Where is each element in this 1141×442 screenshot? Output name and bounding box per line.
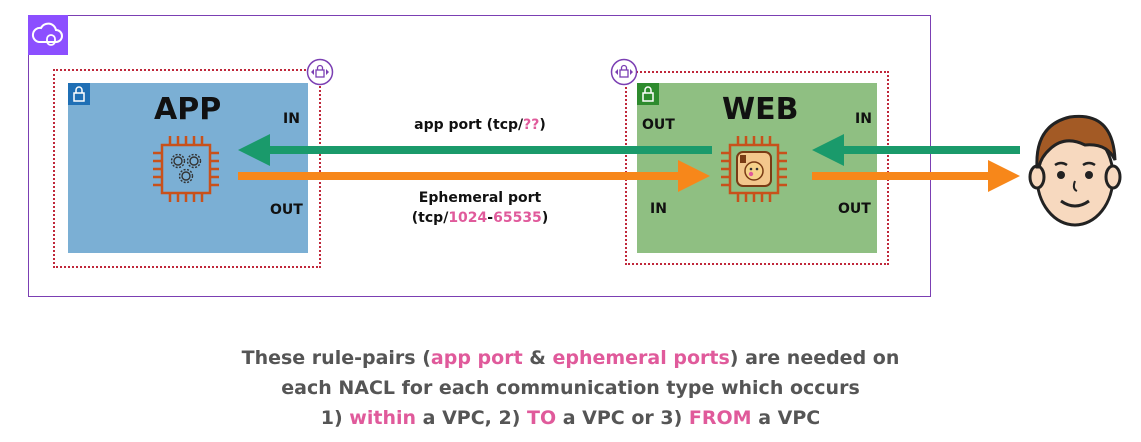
web-instance-chip-icon [718, 133, 790, 205]
web-title: WEB [722, 92, 799, 127]
web-nacl-boundary [625, 71, 889, 265]
footer-line-2: each NACL for each communication type wh… [281, 377, 860, 399]
web-out-label-right: OUT [838, 201, 871, 217]
app-port-arrow-right-segment [812, 134, 1020, 166]
app-nacl-boundary [53, 69, 321, 268]
ephemeral-arrow-right-segment [812, 160, 1020, 192]
flow-arrows [238, 134, 1020, 192]
web-out-label-left: OUT [642, 117, 675, 133]
app-subnet-lock-icon [68, 83, 90, 105]
footer-line-1: These rule-pairs (app port & ephemeral p… [241, 347, 900, 369]
app-in-label: IN [283, 111, 300, 127]
footer-line-3: 1) within a VPC, 2) TO a VPC or 3) FROM … [320, 407, 821, 429]
ephemeral-arrow-left-segment [238, 160, 710, 192]
ephemeral-port-label: Ephemeral port (tcp/1024-65535) [411, 190, 549, 226]
app-port-arrow-left [238, 134, 712, 166]
user-face-icon [1025, 105, 1125, 230]
footer-note: These rule-pairs (app port & ephemeral p… [0, 343, 1141, 433]
web-nacl-icon [610, 58, 638, 86]
app-nacl-icon [306, 58, 334, 86]
vpc-boundary [28, 15, 931, 297]
app-subnet [68, 83, 308, 253]
web-subnet-lock-icon [637, 83, 659, 105]
web-in-label-right: IN [855, 111, 872, 127]
web-in-label-left: IN [650, 201, 667, 217]
app-port-label: app port (tcp/??) [414, 117, 546, 133]
vpc-cloud-icon [28, 15, 68, 55]
app-out-label: OUT [270, 202, 303, 218]
app-instance-chip-icon [150, 133, 222, 205]
app-title: APP [154, 92, 222, 127]
